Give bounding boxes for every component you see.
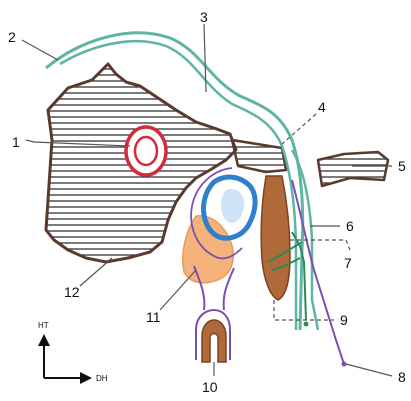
- purple-fiber-right: [292, 180, 344, 364]
- leader-8: [346, 364, 392, 376]
- axis-label-vertical: HT: [38, 321, 49, 330]
- leader-2: [22, 40, 58, 60]
- orientation-axes: [38, 334, 92, 384]
- label-3: 3: [200, 9, 208, 25]
- leader-12: [80, 258, 112, 286]
- red-ring: [126, 127, 166, 175]
- label-8: 8: [398, 369, 406, 385]
- axis-label-horizontal: DH: [96, 374, 108, 383]
- label-7: 7: [344, 255, 352, 271]
- label-2: 2: [8, 29, 16, 45]
- label-9: 9: [340, 312, 348, 328]
- hatched-right-process: [318, 152, 388, 186]
- label-5: 5: [398, 158, 406, 174]
- leader-3: [204, 24, 206, 92]
- label-4: 4: [318, 99, 326, 115]
- label-10: 10: [202, 379, 218, 395]
- brown-inverted-u: [202, 320, 226, 362]
- label-1: 1: [12, 134, 20, 150]
- label-12: 12: [64, 284, 80, 300]
- hatched-small-block: [232, 140, 286, 172]
- label-11: 11: [146, 309, 161, 325]
- label-6: 6: [346, 218, 354, 234]
- leader-11: [160, 270, 196, 310]
- brown-stalk: [261, 176, 290, 300]
